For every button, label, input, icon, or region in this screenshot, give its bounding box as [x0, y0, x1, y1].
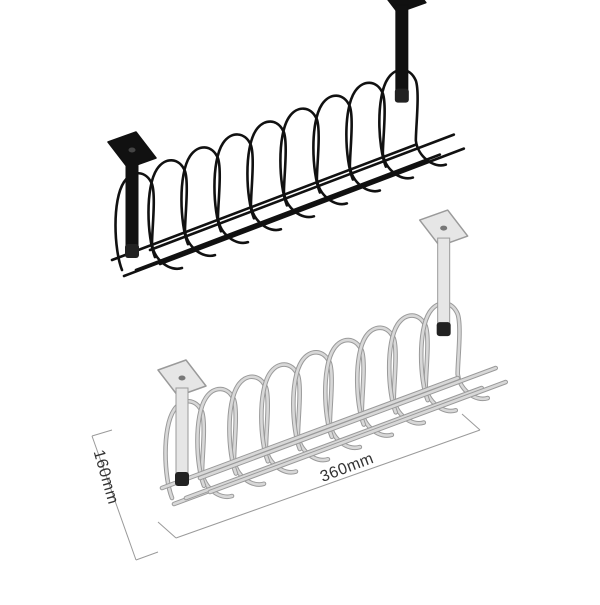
post-foot: [175, 472, 189, 486]
screw-hole: [440, 225, 448, 231]
width-dimension-line: [175, 429, 481, 539]
post-foot: [125, 244, 139, 258]
post-foot: [436, 322, 451, 337]
wire-rail: [184, 386, 483, 500]
mounting-post: [395, 4, 409, 98]
post-foot: [394, 88, 409, 103]
screw-hole: [128, 147, 136, 153]
wire-rail: [110, 143, 418, 262]
width-dimension-tick: [157, 521, 177, 539]
wire-rail: [148, 133, 456, 252]
width-dimension-tick: [461, 413, 481, 431]
wire-rail: [122, 159, 430, 278]
screw-hole: [178, 375, 186, 381]
black-cable-tray: [107, 0, 466, 278]
depth-dimension-tick: [91, 429, 113, 437]
wire-rail: [160, 376, 459, 490]
depth-dimension-line: [91, 435, 137, 561]
wire-rail: [158, 147, 466, 266]
white-cable-tray: [157, 209, 508, 507]
mounting-post: [175, 387, 189, 481]
wire-loop: [378, 68, 448, 168]
mounting-post: [125, 159, 139, 253]
wire-rail: [208, 380, 507, 494]
wire-rail: [198, 366, 497, 480]
mounting-post: [437, 237, 451, 331]
dimension-lines: [91, 413, 481, 561]
wire-loop: [419, 302, 489, 402]
wire-rail: [134, 153, 442, 272]
depth-dimension-tick: [135, 551, 159, 561]
